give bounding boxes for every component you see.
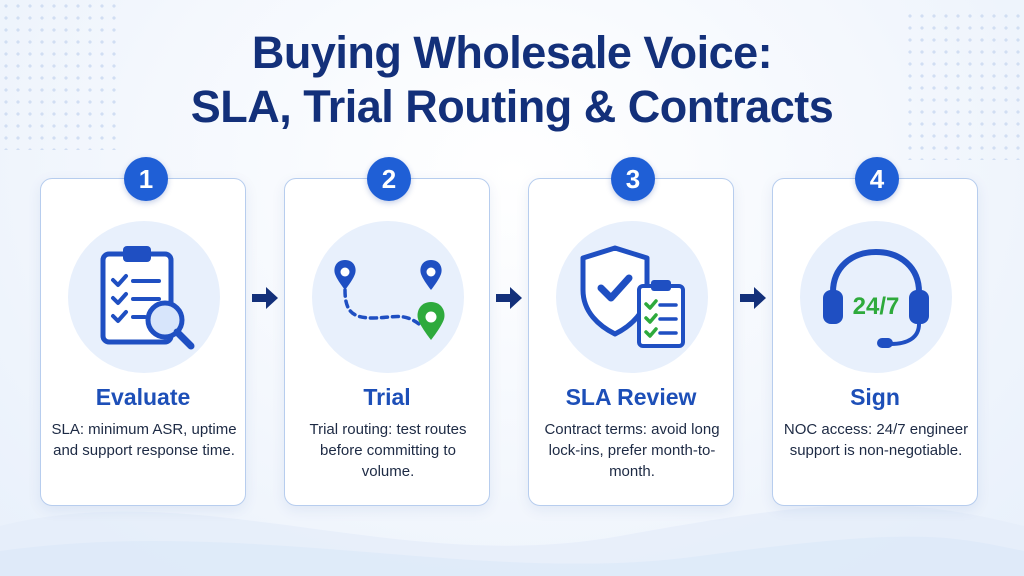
step-2-description: Trial routing: test routes before commit… (309, 421, 467, 480)
step-card-evaluate: Evaluate SLA: minimum ASR, uptime and su… (40, 178, 246, 506)
step-1-description: SLA: minimum ASR, uptime and support res… (51, 421, 237, 459)
step-3-label: SLA Review (565, 384, 697, 410)
step-1-label: Evaluate (95, 384, 191, 410)
step-card-trial: Trial Trial routing: test routes before … (284, 178, 490, 506)
step-card-sign: 24/7 Sign NOC access: 24/7 engineer supp… (772, 178, 978, 506)
step-4-icon-text: 24/7 (853, 293, 900, 320)
arrow-right-icon (496, 287, 522, 309)
arrow-right-icon (252, 287, 278, 309)
step-4-icon-background: 24/7 (800, 221, 952, 373)
clipboard-checklist-magnifier-icon (100, 246, 195, 350)
step-3-number-badge: 3 (611, 157, 655, 201)
page-title: Buying Wholesale Voice: SLA, Trial Routi… (0, 26, 1024, 134)
step-3-description: Contract terms: avoid long lock-ins, pre… (544, 421, 720, 480)
step-card-sla-review: SLA Review Contract terms: avoid long lo… (528, 178, 734, 506)
headset-support-icon: 24/7 (823, 248, 929, 348)
step-1-number-badge: 1 (124, 157, 168, 201)
step-4-description: NOC access: 24/7 engineer support is non… (783, 421, 969, 459)
shield-checklist-icon (580, 245, 685, 348)
step-2-icon-background (312, 221, 464, 373)
title-line-2: SLA, Trial Routing & Contracts (190, 81, 834, 132)
arrow-right-icon (740, 287, 766, 309)
step-1-icon-background (68, 221, 220, 373)
step-3-icon-background (556, 221, 708, 373)
decorative-dots-top-left (0, 0, 120, 150)
step-2-number-badge: 2 (367, 157, 411, 201)
step-4-number-badge: 4 (855, 157, 899, 201)
route-map-pins-icon (334, 260, 445, 340)
step-2-label: Trial (363, 384, 411, 410)
decorative-dots-top-right (904, 10, 1024, 160)
title-line-1: Buying Wholesale Voice: (251, 27, 773, 78)
step-4-label: Sign (850, 384, 900, 410)
